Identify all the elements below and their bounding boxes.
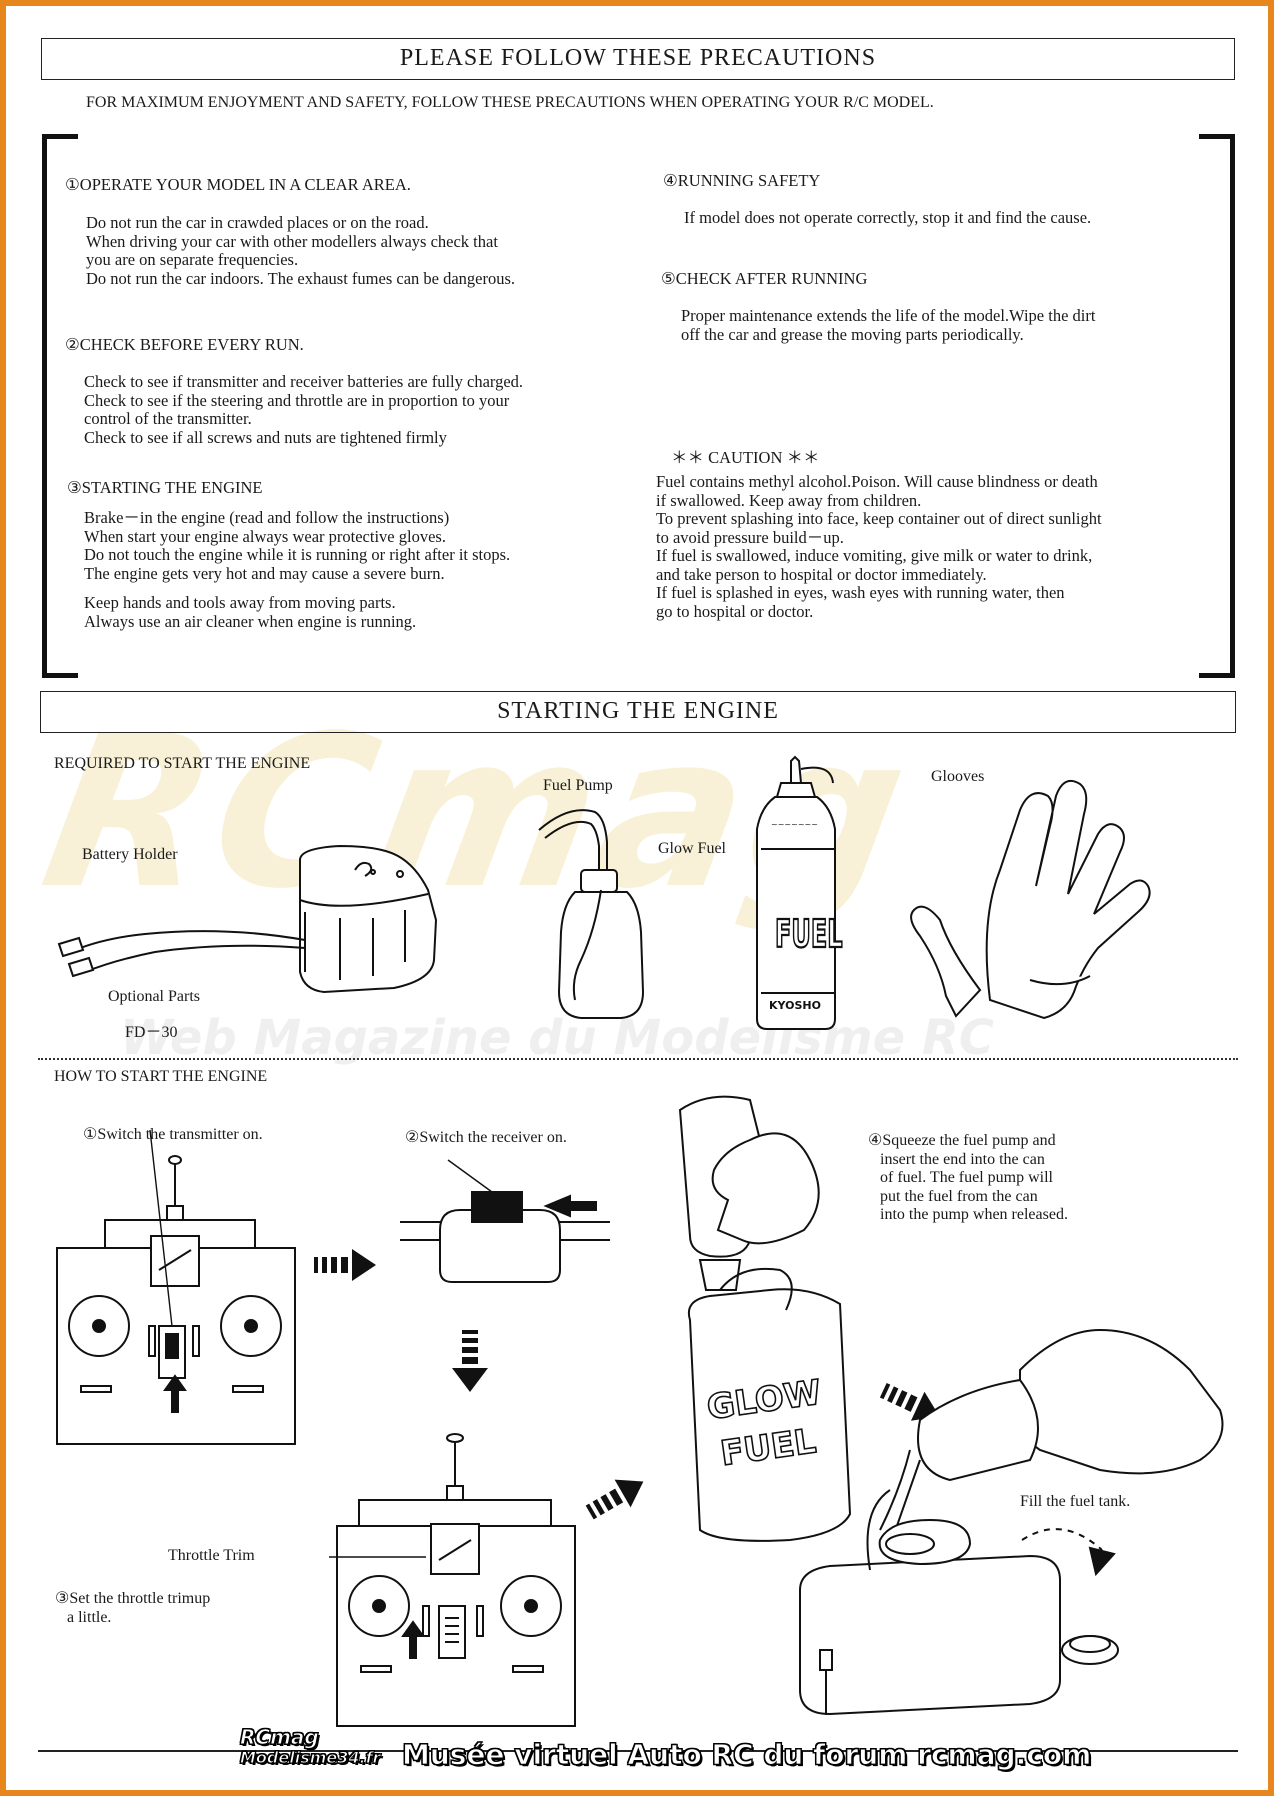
step3-label: ③Set the throttle trimup a little. (55, 1590, 211, 1626)
optional-parts-label: Optional Parts (108, 988, 200, 1005)
section2-heading: ②CHECK BEFORE EVERY RUN. (65, 335, 304, 354)
starting-title: STARTING THE ENGINE (40, 691, 1236, 733)
step2-label: ②Switch the receiver on. (405, 1129, 567, 1146)
fuel-pump-illustration (538, 809, 645, 1019)
transmitter-illustration-2 (329, 1433, 576, 1727)
glooves-label: Glooves (931, 768, 985, 785)
bottle-fuel-text: FUEL (775, 911, 843, 957)
glow-fuel-bottle-illustration: FUEL KYOSHO ~~~~~~~ (756, 755, 843, 1030)
section4-body: If model does not operate correctly, sto… (684, 208, 1092, 227)
section5-body: Proper maintenance extends the life of t… (681, 306, 1096, 344)
glow-fuel-label: Glow Fuel (658, 840, 726, 857)
arrow-diag-1 (585, 1479, 644, 1520)
battery-holder-label: Battery Holder (82, 846, 178, 863)
footer-logo-top: RCmag (240, 1725, 320, 1750)
section3-body: Brake－in the engine (read and follow the… (84, 508, 511, 583)
receiver-illustration (400, 1159, 610, 1283)
precautions-title: PLEASE FOLLOW THESE PRECAUTIONS (41, 38, 1235, 80)
fuel-pump-label: Fuel Pump (543, 777, 613, 794)
transmitter-illustration-1 (56, 1129, 296, 1445)
section3-heading: ③STARTING THE ENGINE (67, 478, 263, 497)
footer-logo-bottom: Modelisme34.fr (239, 1748, 381, 1768)
arrow-right-1 (314, 1249, 376, 1281)
footer-banner: Musée virtuel Auto RC du forum rcmag.com (401, 1738, 1092, 1772)
arrow-down-1 (452, 1330, 488, 1392)
caution-heading: ＊＊ CAUTION ＊＊ (671, 448, 820, 467)
fuel-tank-illustration (799, 1328, 1224, 1716)
left-bracket (42, 134, 78, 678)
section1-heading: ①OPERATE YOUR MODEL IN A CLEAR AREA. (65, 175, 411, 194)
section5-heading: ⑤CHECK AFTER RUNNING (661, 269, 868, 288)
step1-label: ①Switch the transmitter on. (83, 1126, 263, 1143)
right-bracket (1199, 134, 1235, 678)
section1-body: Do not run the car in crawded places or … (86, 213, 516, 288)
section-divider (38, 1058, 1238, 1060)
watermark-tagline: Web Magazine du Modelisme RC (120, 1010, 995, 1066)
section3-body-2: Keep hands and tools away from moving pa… (84, 593, 417, 631)
throttle-trim-label: Throttle Trim (168, 1547, 255, 1564)
caution-body: Fuel contains methyl alcohol.Poison. Wil… (656, 472, 1102, 621)
bottle-label-small: ~~~~~~~ (771, 820, 818, 829)
section4-heading: ④RUNNING SAFETY (663, 171, 821, 190)
battery-holder-illustration (57, 844, 438, 994)
footer-line (38, 1750, 1238, 1752)
fuel-can-illustration: GLOW FUEL (678, 1095, 852, 1542)
fill-tank-label: Fill the fuel tank. (1020, 1493, 1131, 1510)
bottle-brand-text: KYOSHO (769, 999, 821, 1012)
gloves-illustration (910, 780, 1151, 1020)
fd30-label: FD－30 (125, 1024, 178, 1041)
how-to-heading: HOW TO START THE ENGINE (54, 1068, 268, 1085)
required-heading: REQUIRED TO START THE ENGINE (54, 755, 311, 772)
section2-body: Check to see if transmitter and receiver… (84, 372, 524, 447)
precautions-intro: FOR MAXIMUM ENJOYMENT AND SAFETY, FOLLOW… (86, 94, 934, 111)
step4-label: ④Squeeze the fuel pump and insert the en… (868, 1132, 1068, 1223)
